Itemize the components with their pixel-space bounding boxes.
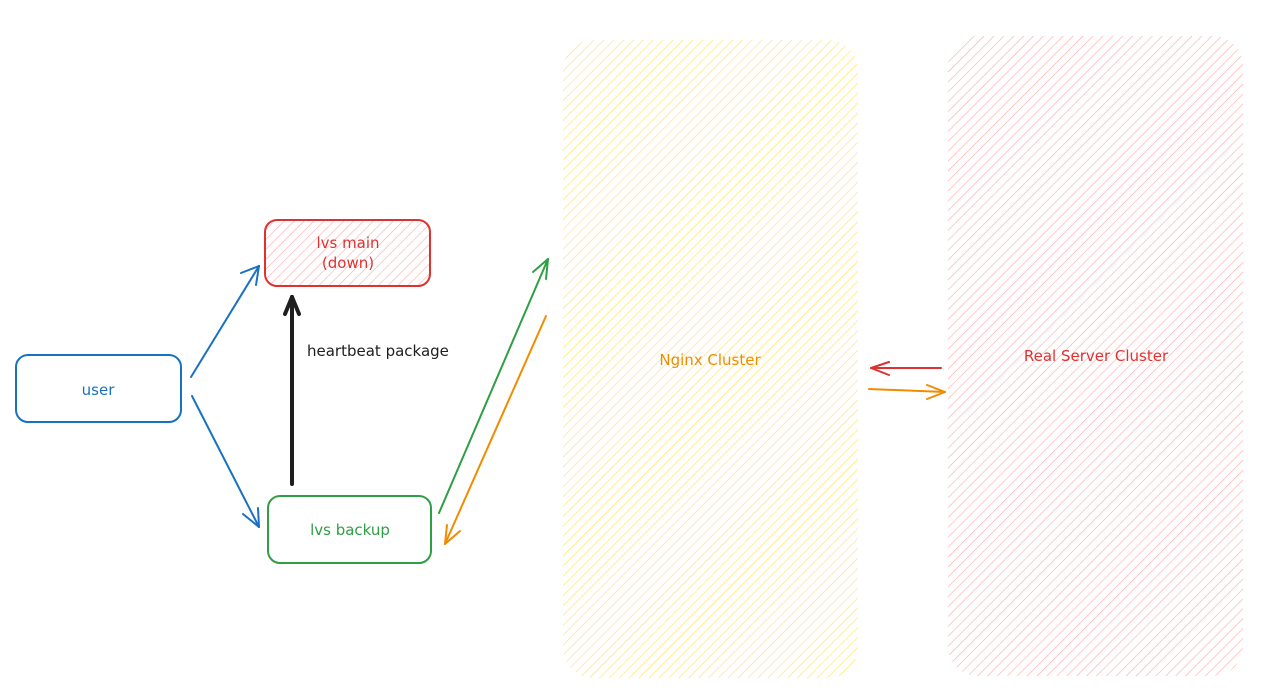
lvs-main-label-line1: lvs main bbox=[316, 234, 379, 252]
arrow-real-server-to-nginx bbox=[870, 361, 942, 376]
user-node[interactable]: user bbox=[15, 354, 182, 423]
nginx-cluster-label: Nginx Cluster bbox=[659, 351, 761, 369]
arrow-nginx-to-lvs-backup bbox=[444, 315, 547, 545]
arrow-heartbeat bbox=[283, 295, 301, 486]
lvs-backup-node[interactable]: lvs backup bbox=[267, 495, 432, 564]
arrow-lvs-backup-to-nginx bbox=[438, 258, 549, 514]
lvs-main-node[interactable]: lvs main (down) bbox=[264, 219, 431, 287]
nginx-cluster-box[interactable]: Nginx Cluster bbox=[563, 40, 858, 678]
heartbeat-label: heartbeat package bbox=[307, 342, 449, 360]
arrow-user-to-lvs-main bbox=[190, 265, 260, 378]
lvs-main-label-line2: (down) bbox=[322, 254, 374, 272]
arrow-user-to-lvs-backup bbox=[191, 395, 260, 528]
real-server-cluster-box[interactable]: Real Server Cluster bbox=[948, 36, 1243, 676]
user-label: user bbox=[82, 381, 116, 399]
lvs-backup-label: lvs backup bbox=[310, 521, 390, 539]
real-server-cluster-label: Real Server Cluster bbox=[1024, 347, 1169, 365]
arrow-nginx-to-real-server bbox=[868, 384, 946, 400]
